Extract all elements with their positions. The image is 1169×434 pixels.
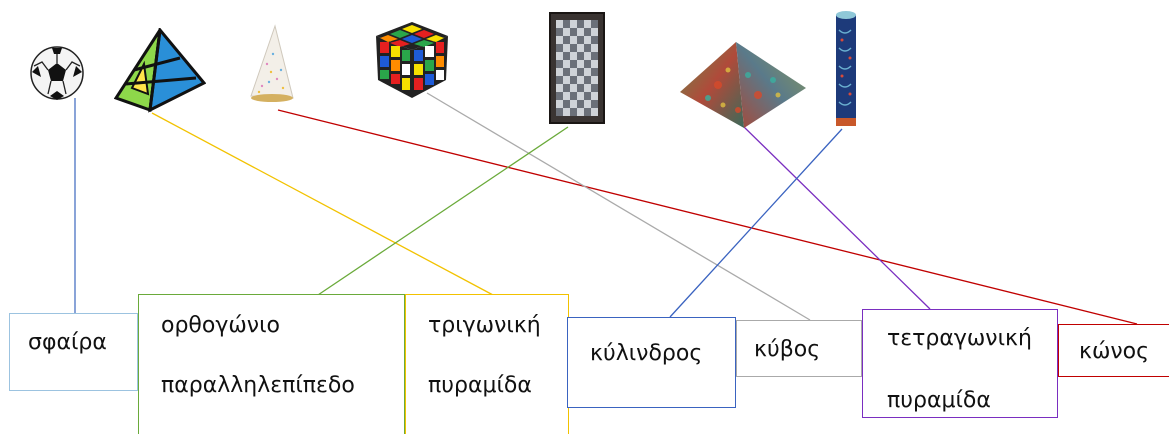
label-triangular-pyramid-line1: τριγωνική: [428, 313, 541, 338]
glass-pyramid-icon: [680, 42, 806, 128]
line-pyramid-to-triangular-pyramid: [151, 112, 494, 296]
label-cube: κύβος: [754, 337, 821, 362]
label-cone: κώνος: [1079, 339, 1150, 364]
label-box-cube: κύβος: [736, 320, 862, 377]
label-triangular-pyramid-line2: πυραμίδα: [428, 373, 532, 398]
triangular-pyramid-puzzle-icon: [114, 28, 206, 113]
party-hat-cone-icon: [250, 24, 294, 102]
label-square-pyramid-line2: πυραμίδα: [887, 388, 991, 413]
line-glass-pyramid-to-square-pyramid: [742, 125, 931, 310]
line-kaleidoscope-to-cylinder: [669, 128, 843, 318]
label-box-square-pyramid: τετραγωνική πυραμίδα: [862, 309, 1058, 418]
line-hat-to-cone: [277, 109, 1138, 325]
label-square-pyramid-line1: τετραγωνική: [887, 326, 1032, 351]
backgammon-board-icon: [549, 12, 605, 124]
label-box-cylinder: κύλινδρος: [567, 317, 736, 408]
line-cube-to-cube: [426, 92, 811, 321]
soccer-ball-icon: [30, 46, 84, 100]
label-cuboid-line1: ορθογώνιο: [161, 313, 280, 338]
line-board-to-cuboid: [311, 126, 569, 300]
label-cuboid-line2: παραλληλεπίπεδο: [161, 373, 355, 398]
label-box-sphere: σφαίρα: [9, 313, 138, 391]
label-box-cone: κώνος: [1058, 324, 1169, 377]
kaleidoscope-cylinder-icon: [836, 11, 856, 126]
label-box-cuboid: ορθογώνιο παραλληλεπίπεδο: [138, 294, 405, 434]
rubiks-cube-icon: [376, 22, 448, 98]
label-box-triangular-pyramid: τριγωνική πυραμίδα: [405, 294, 569, 434]
label-sphere: σφαίρα: [28, 330, 107, 355]
label-cylinder: κύλινδρος: [590, 341, 703, 366]
